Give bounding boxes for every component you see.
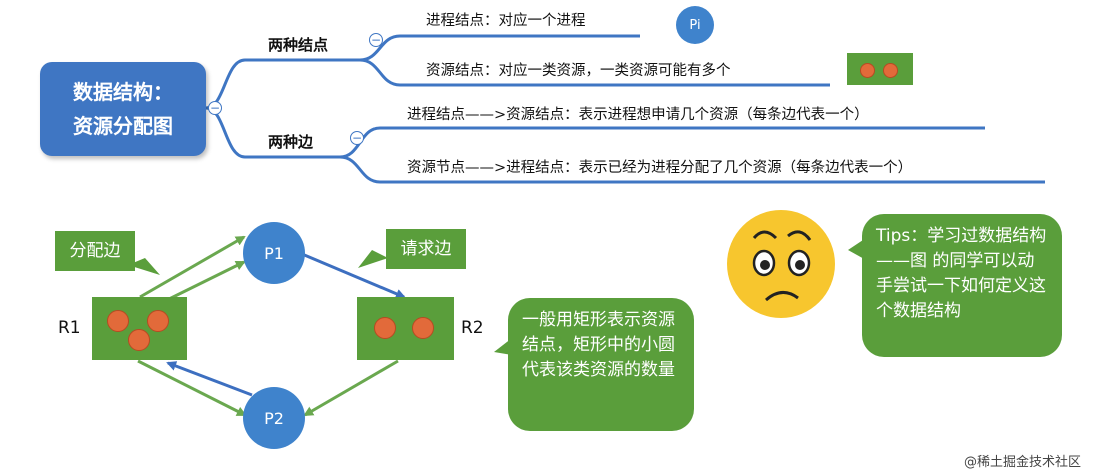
resource-r1 bbox=[92, 297, 187, 360]
allocation-edge-r1-p1 bbox=[164, 260, 246, 303]
callout-allocation-edge: 分配边 bbox=[55, 231, 135, 271]
resource-instance-icon bbox=[883, 63, 898, 78]
process-p1-label: P1 bbox=[264, 243, 284, 263]
resource-r2 bbox=[357, 297, 454, 360]
minus-icon: − bbox=[351, 131, 363, 145]
frowning-face-icon bbox=[727, 210, 835, 318]
resource-instance-icon bbox=[412, 317, 434, 339]
note-resource-representation: 一般用矩形表示资源结点，矩形中的小圆代表该类资源的数量 bbox=[508, 298, 694, 431]
callout-request-edge-text: 请求边 bbox=[400, 239, 452, 259]
process-p2: P2 bbox=[243, 387, 305, 449]
root-topic-line1: 数据结构： bbox=[73, 80, 173, 104]
callout-request-edge: 请求边 bbox=[386, 229, 466, 269]
request-edge-p1-r2 bbox=[301, 252, 406, 299]
note-resource-representation-text: 一般用矩形表示资源结点，矩形中的小圆代表该类资源的数量 bbox=[522, 310, 675, 380]
resource-r1-label: R1 bbox=[58, 318, 81, 338]
watermark: @稀土掘金技术社区 bbox=[963, 455, 1081, 470]
root-topic-line2: 资源分配图 bbox=[73, 114, 173, 138]
branch-two-edge-types: 两种边 bbox=[268, 133, 314, 151]
branch-edges-collapse-button[interactable]: − bbox=[350, 131, 364, 145]
process-p1: P1 bbox=[243, 222, 305, 284]
request-edge-p2-r1 bbox=[166, 361, 253, 397]
tips-text: Tips：学习过数据结构——图 的同学可以动手尝试一下如何定义这个数据结构 bbox=[876, 226, 1047, 321]
leaf-resource-node: 资源结点：对应一类资源，一类资源可能有多个 bbox=[426, 63, 731, 79]
root-collapse-button[interactable]: − bbox=[208, 101, 222, 115]
resource-instance-icon bbox=[860, 63, 875, 78]
process-p2-label: P2 bbox=[264, 408, 284, 428]
leaf-request-edge: 进程结点——>资源结点：表示进程想申请几个资源（每条边代表一个） bbox=[407, 107, 869, 123]
resource-instance-icon bbox=[128, 329, 150, 351]
allocation-edge-r1-p2 bbox=[137, 359, 247, 417]
resource-node-example-icon bbox=[847, 53, 913, 85]
branch-nodes-collapse-button[interactable]: − bbox=[369, 33, 383, 47]
callout-allocation-edge-text: 分配边 bbox=[69, 241, 121, 261]
resource-instance-icon bbox=[147, 310, 169, 332]
root-topic: 数据结构： 资源分配图 bbox=[40, 62, 206, 156]
allocation-edge-r2-p2 bbox=[303, 359, 399, 417]
leaf-process-node: 进程结点：对应一个进程 bbox=[426, 13, 586, 29]
process-node-example-icon: Pi bbox=[676, 6, 714, 44]
branch-two-node-types: 两种结点 bbox=[268, 36, 329, 54]
tips-note: Tips：学习过数据结构——图 的同学可以动手尝试一下如何定义这个数据结构 bbox=[862, 214, 1062, 357]
minus-icon: − bbox=[209, 101, 221, 115]
resource-instance-icon bbox=[107, 310, 129, 332]
resource-instance-icon bbox=[374, 317, 396, 339]
leaf-allocation-edge: 资源节点——>进程结点：表示已经为进程分配了几个资源（每条边代表一个） bbox=[407, 160, 913, 176]
allocation-edge-r1-p1 bbox=[139, 235, 246, 299]
minus-icon: − bbox=[370, 33, 382, 47]
process-node-example-label: Pi bbox=[689, 17, 701, 33]
resource-r2-label: R2 bbox=[461, 318, 484, 338]
